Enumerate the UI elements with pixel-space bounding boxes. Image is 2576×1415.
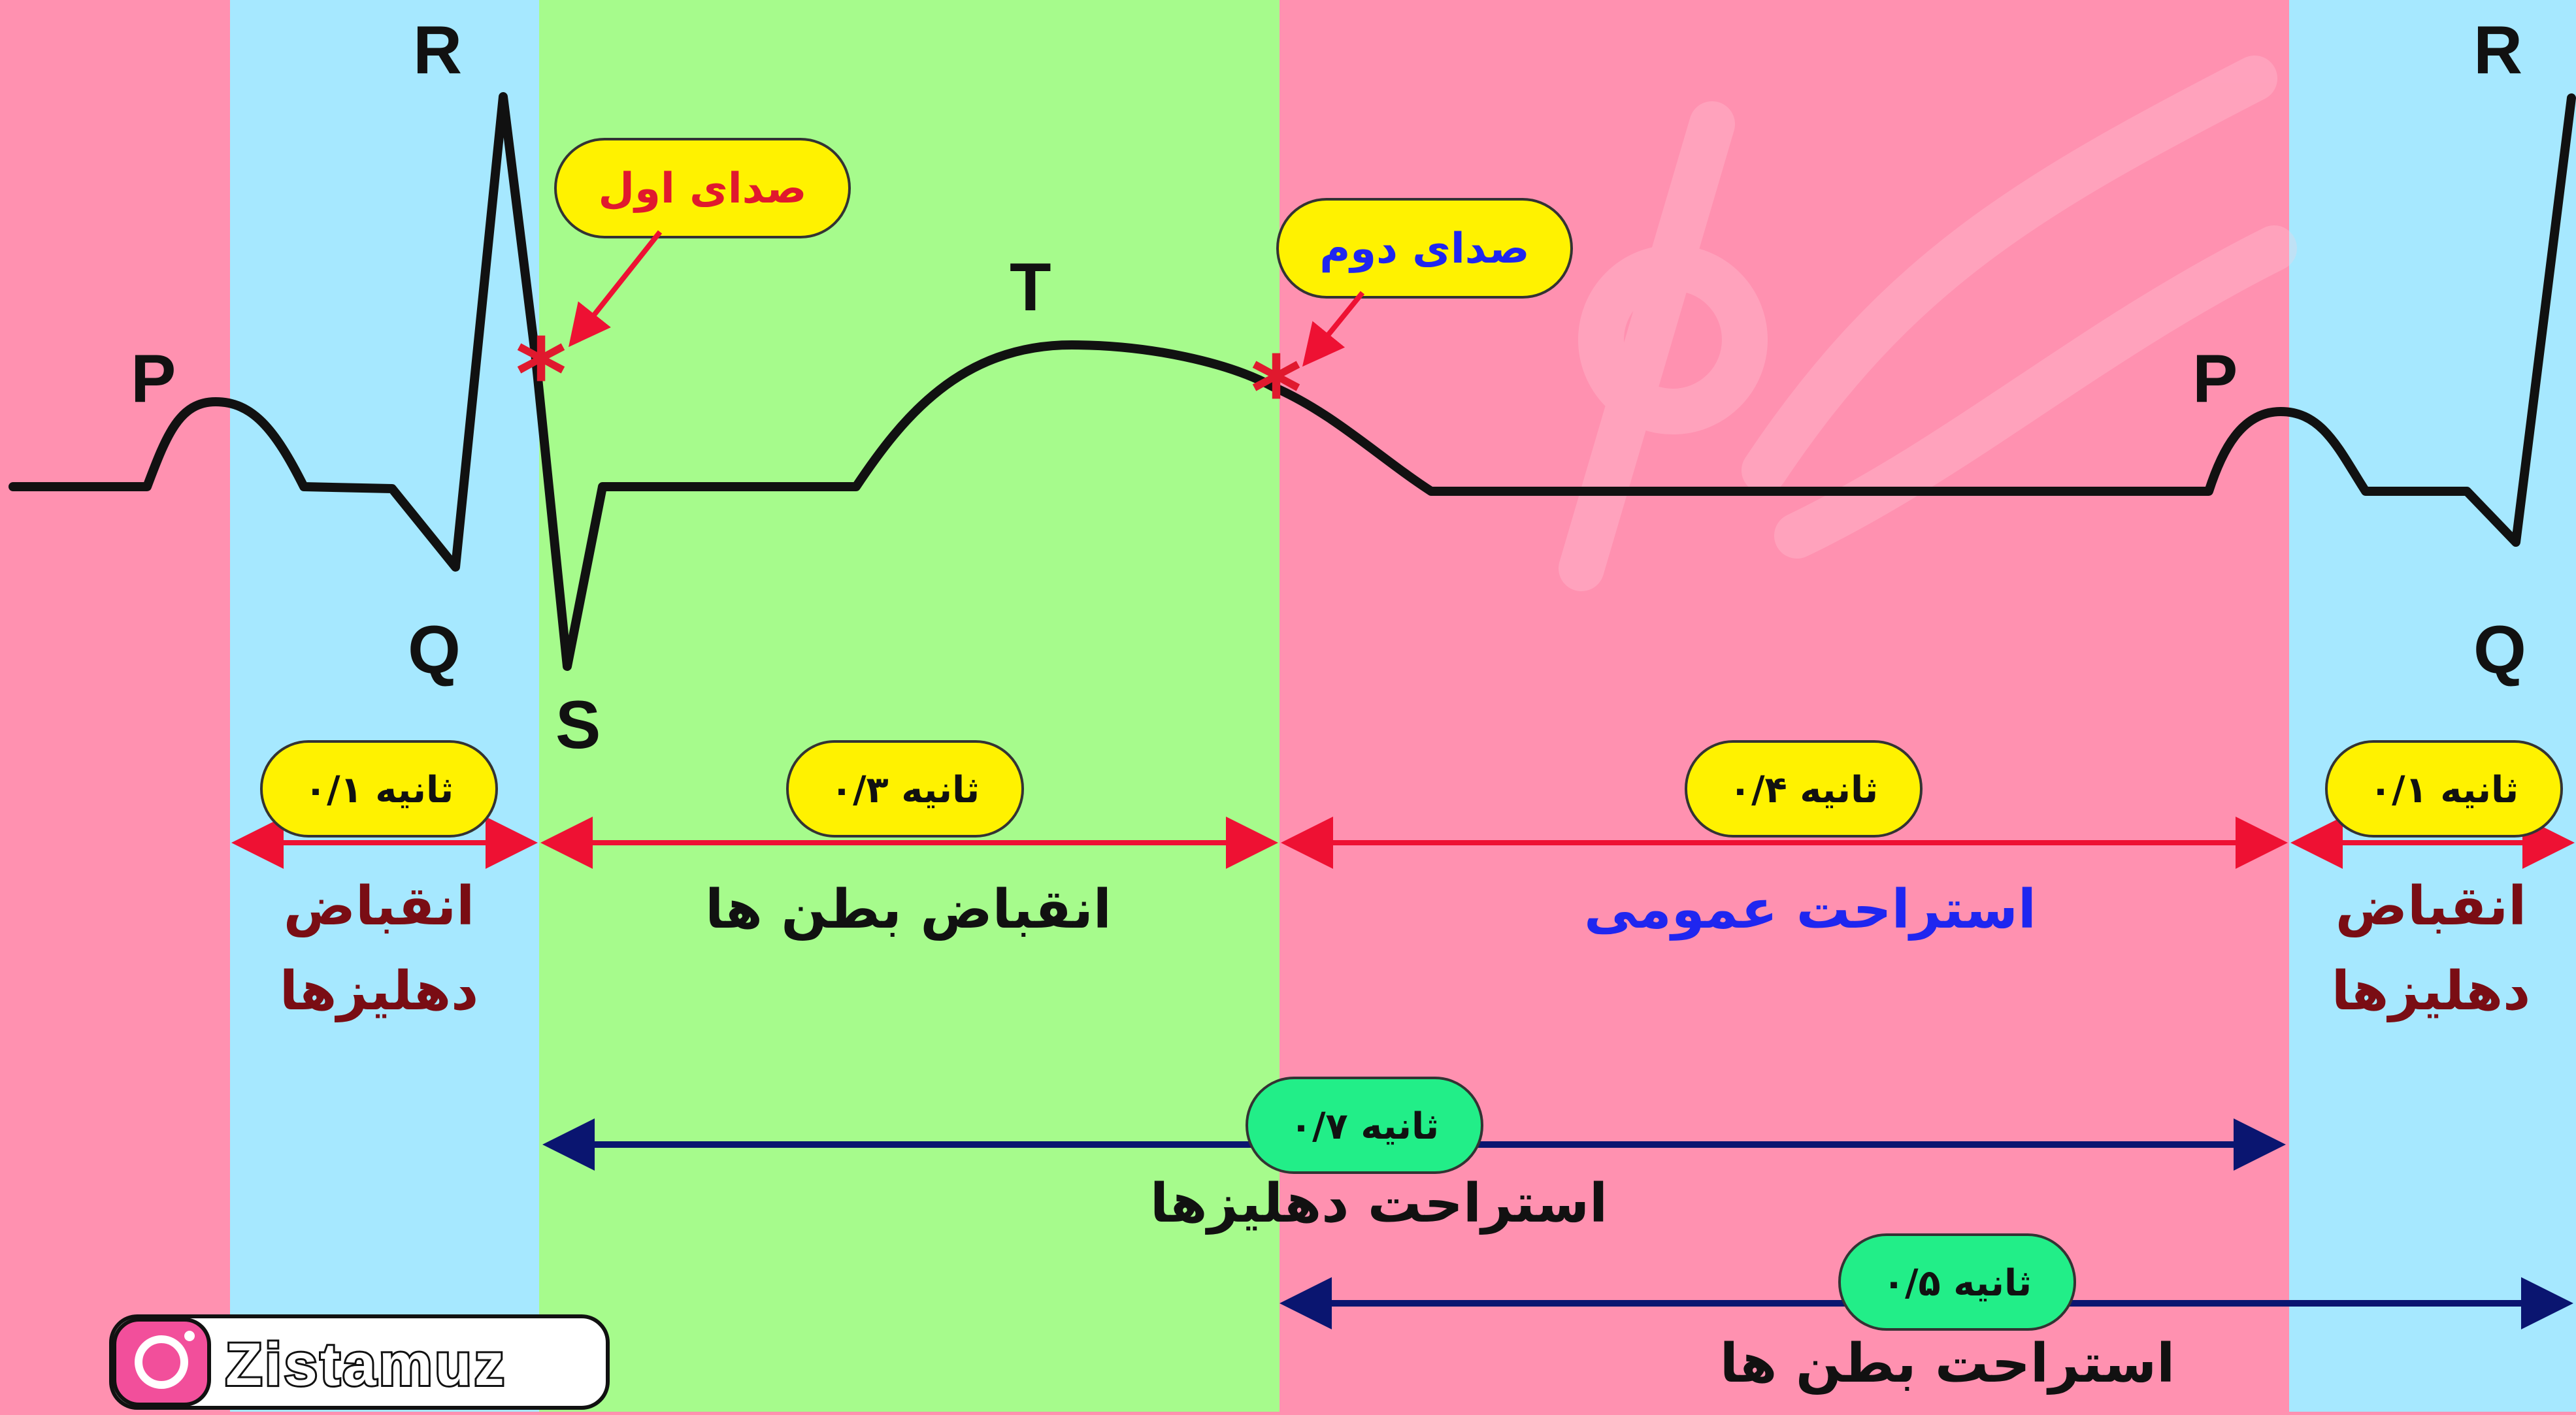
second-sound-label: صدای دوم	[1319, 225, 1529, 273]
rest-band-left	[0, 0, 230, 1412]
q-wave-label-left: Q	[408, 612, 461, 688]
first-sound-callout: صدای اول	[554, 138, 851, 348]
ventricular-contraction-label: انقباض بطن ها	[705, 879, 1112, 941]
p-wave-label-left: P	[131, 341, 176, 417]
second-sound-callout: صدای دوم	[1276, 198, 1573, 367]
ecg-trace	[8, 92, 2576, 671]
duration-badge-general-rest: ۰/۴ ثانیه	[1685, 740, 1923, 838]
duration-badge-ventricular: ۰/۳ ثانیه	[786, 740, 1024, 838]
first-sound-star: *	[516, 318, 567, 432]
duration-badge-ventricular-rest: ۰/۵ ثانیه	[1838, 1233, 2076, 1331]
q-wave-label-right: Q	[2473, 612, 2526, 688]
watermark	[1559, 56, 2297, 591]
general-rest-label: استراحت عمومی	[1584, 879, 2036, 941]
duration-badge-atrial-rest: ۰/۷ ثانیه	[1246, 1077, 1483, 1174]
s-wave-label: S	[555, 687, 601, 763]
first-sound-label: صدای اول	[599, 165, 807, 213]
duration-badge-atrial-left: ۰/۱ ثانیه	[260, 740, 498, 838]
second-sound-pointer	[1302, 291, 1365, 367]
duration-ventricular: ۰/۳ ثانیه	[831, 769, 980, 811]
atrial-contraction-label-right-2: دهلیزها	[2332, 960, 2531, 1022]
brand-logo: Zistamuz	[109, 1314, 610, 1410]
brand-name: Zistamuz	[225, 1331, 507, 1398]
atrial-contraction-label-left-2: دهلیزها	[280, 960, 479, 1022]
r-wave-label-right: R	[2473, 12, 2522, 88]
duration-badge-atrial-right: ۰/۱ ثانیه	[2325, 740, 2563, 838]
ventricular-rest-label: استراحت بطن ها	[1720, 1333, 2175, 1395]
duration-ventricular-rest: ۰/۵ ثانیه	[1883, 1262, 2032, 1305]
atrial-contraction-label-right-1: انقباض	[2336, 875, 2527, 937]
duration-atrial-right: ۰/۱ ثانیه	[2370, 769, 2518, 811]
atrial-contraction-label-left-1: انقباض	[284, 875, 475, 937]
instagram-icon	[112, 1318, 211, 1407]
duration-general-rest: ۰/۴ ثانیه	[1729, 769, 1878, 811]
r-wave-label-left: R	[413, 12, 462, 88]
duration-atrial-rest: ۰/۷ ثانیه	[1290, 1105, 1439, 1148]
t-wave-label: T	[1010, 250, 1051, 325]
atrial-contraction-band-right	[2289, 0, 2576, 1412]
first-sound-pointer	[569, 230, 663, 348]
p-wave-label-right: P	[2192, 341, 2237, 417]
duration-atrial-left: ۰/۱ ثانیه	[305, 769, 454, 811]
second-sound-star: *	[1251, 336, 1302, 449]
atrial-rest-label: استراحت دهلیزها	[1150, 1173, 1608, 1235]
